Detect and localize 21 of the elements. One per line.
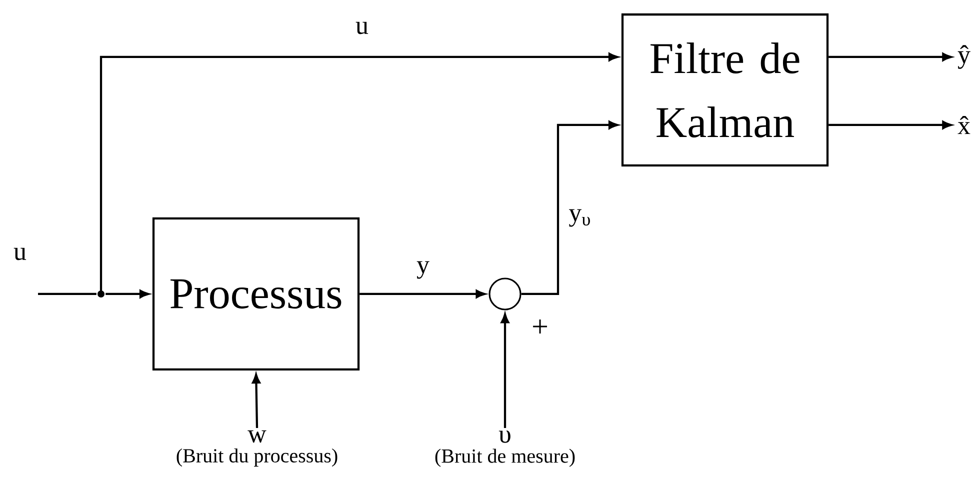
filter-box: Filtre de Kalman xyxy=(621,13,829,167)
sign-label: + xyxy=(533,320,547,334)
arrow xyxy=(252,374,260,428)
edge-label: u xyxy=(12,246,28,262)
arrow xyxy=(500,314,510,428)
arrow xyxy=(106,290,150,298)
noise-input-label: w (Bruit du processus) xyxy=(176,430,338,467)
arrow xyxy=(100,52,618,294)
summing-junction xyxy=(488,278,522,310)
edge-label: y$_{υ}$ xyxy=(567,208,593,228)
junction-dot xyxy=(98,290,104,298)
output-label: x̂ xyxy=(958,116,970,134)
output-label: ŷ xyxy=(958,45,970,69)
edge-label: y xyxy=(415,260,431,280)
arrow xyxy=(828,52,952,62)
arrow xyxy=(360,290,486,298)
arrow xyxy=(521,120,618,296)
arrow xyxy=(828,120,952,130)
process-box: Processus xyxy=(152,217,360,371)
edge-label: u xyxy=(354,20,370,36)
noise-input-label: υ (Bruit de mesure) xyxy=(435,430,575,467)
